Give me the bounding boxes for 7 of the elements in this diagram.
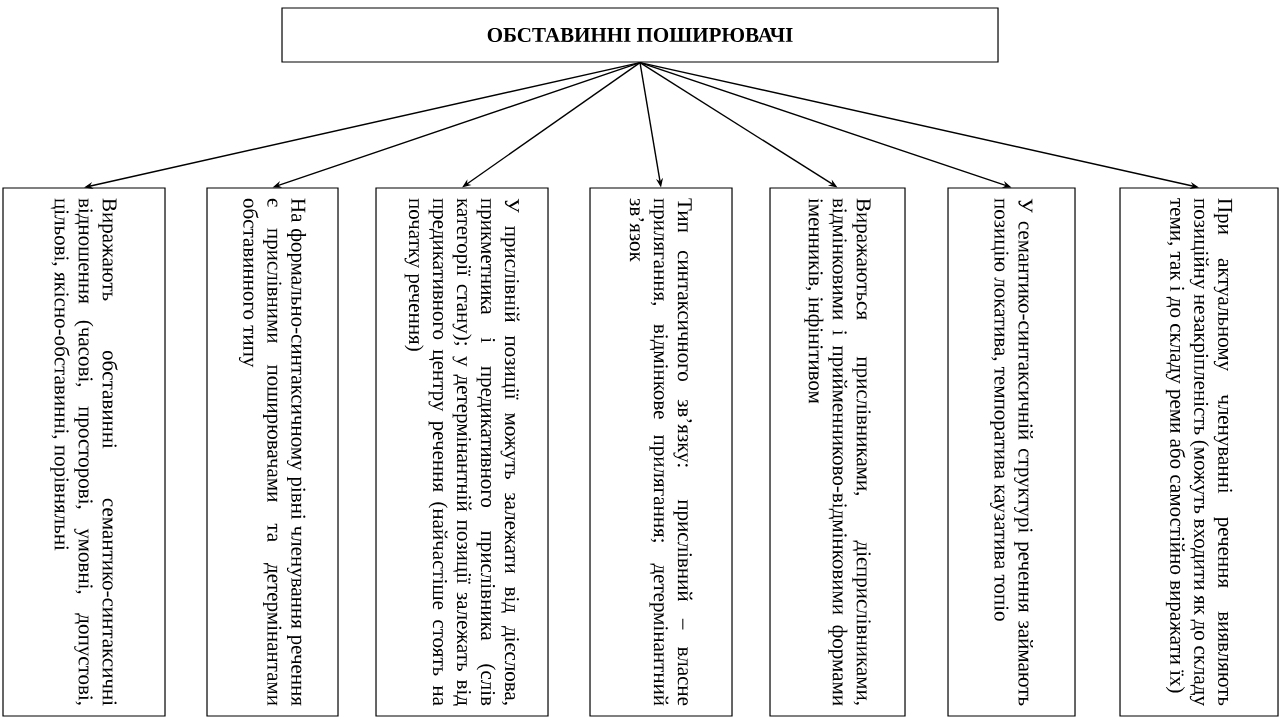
text-box: Виражаються прислівниками, дієприслівниками, відмінковими і прийменниково-відмінковими формами іменників, інфінітивом (769, 187, 906, 717)
text-box: При актуальному членуванні речення виявляють позиційну незакріпленість (можуть входити як до складу теми, так і до складу реми або самостійно виражати їх) (1119, 187, 1279, 717)
text-box: У прислівній позиції можуть залежати від дієслова, прикметника і предикативного прислівника (слів категорії стану); у детермінантній позиції залежать від предикативного центру речення (найчастіше стоять на початку речення) (375, 187, 549, 717)
text-box: На формально-синтаксичному рівні членування речення є прислівними поширювачами та детермінантами обставинного типу (206, 187, 339, 717)
text-box: Виражають обставинні семантико-синтаксичні відношення (часові, просторові, умовні, допустові, цільові, якісно-обставинні, порівняльні (2, 187, 166, 717)
text-box: Тип синтаксичного зв’язку: прислівний – власне прилягання, відмінкове прилягання; детермінантний зв’язок (589, 187, 733, 717)
title-box: ОБСТАВИННІ ПОШИРЮВАЧІ (281, 7, 999, 63)
